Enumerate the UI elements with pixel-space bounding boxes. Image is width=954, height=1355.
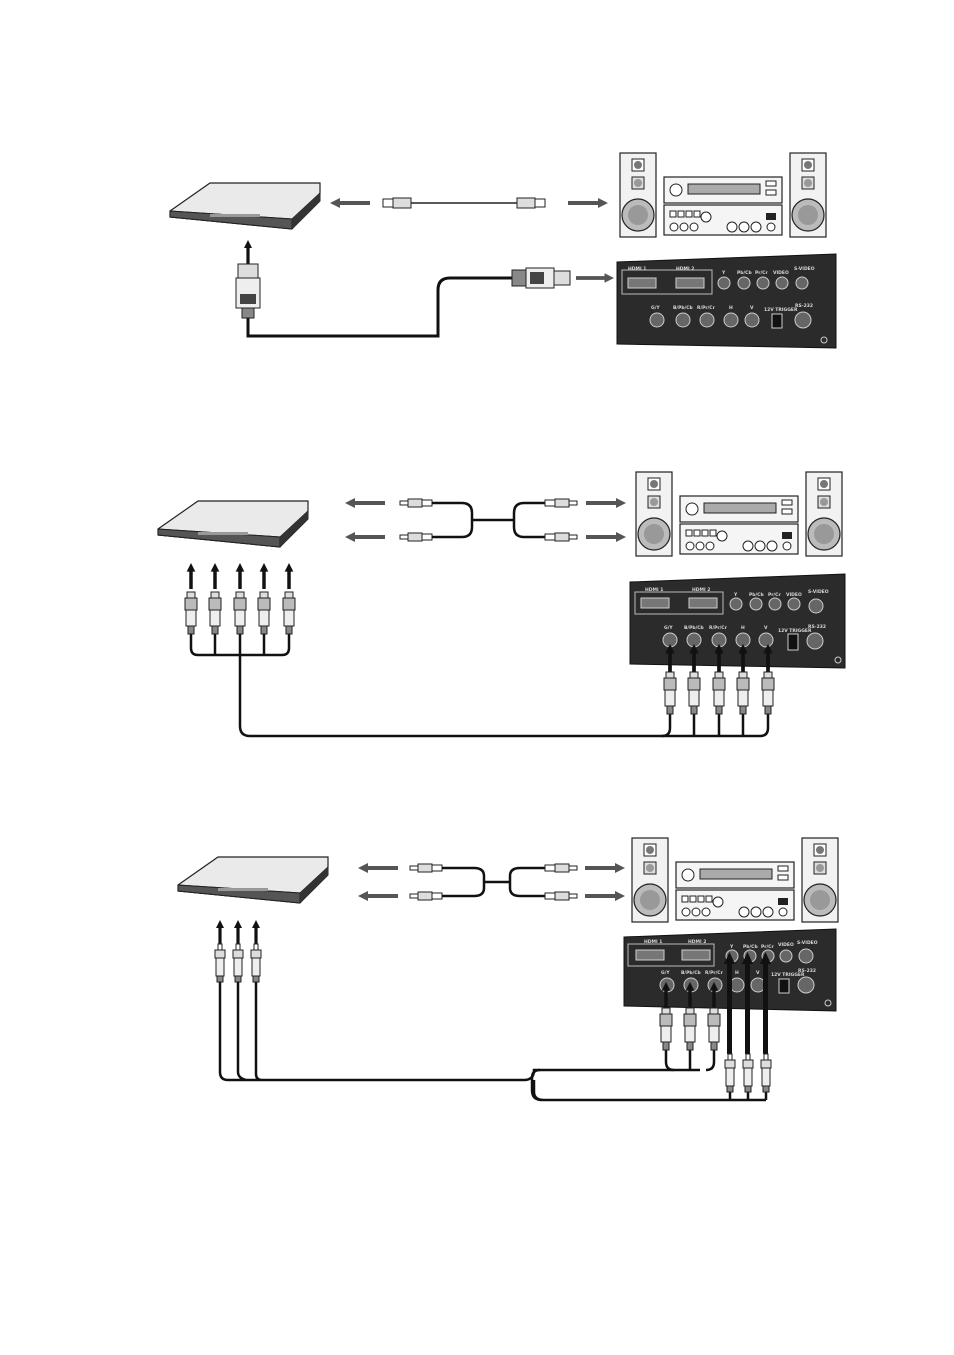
panel-label: B/Pb/Cb xyxy=(684,625,705,631)
panel-label: VIDEO xyxy=(778,942,794,948)
panel-label: Pr/Cr xyxy=(768,592,781,598)
panel-label: HDMI 2 xyxy=(688,939,706,945)
audio-arrow-right xyxy=(585,863,625,873)
panel-label: B/Pb/Cb xyxy=(681,970,702,976)
audio-plug xyxy=(409,863,443,873)
panel-label: HDMI 1 xyxy=(644,939,662,945)
hdmi-plug-source xyxy=(235,263,261,319)
panel-label: V xyxy=(750,305,754,311)
panel-label: 12V TRIGGER xyxy=(778,628,812,634)
audio-plug xyxy=(544,891,578,901)
rca-plugs-projector-3 xyxy=(724,952,772,1093)
audio-arrow-right xyxy=(568,198,608,208)
audio-arrow-right xyxy=(586,498,626,508)
panel-label: HDMI 2 xyxy=(676,266,694,272)
panel-label: H xyxy=(741,625,745,631)
audio-cable-1 xyxy=(382,197,546,209)
audio-arrow-right xyxy=(586,532,626,542)
panel-label: HDMI 1 xyxy=(645,587,663,593)
audio-cable-3 xyxy=(442,866,545,898)
source-player-2 xyxy=(157,500,309,548)
panel-label: VIDEO xyxy=(786,592,802,598)
panel-label: H xyxy=(729,305,733,311)
audio-arrow-left xyxy=(330,198,370,208)
audio-plug xyxy=(544,863,578,873)
panel-label: Y xyxy=(729,944,734,950)
panel-label: Pb/Cb xyxy=(749,592,764,598)
panel-label: HDMI 1 xyxy=(628,266,646,272)
panel-label: R/Pr/Cr xyxy=(709,625,728,631)
audio-plug xyxy=(409,891,443,901)
panel-label: VIDEO xyxy=(773,270,789,276)
bnc-plugs-source xyxy=(184,563,296,635)
panel-label: 12V TRIGGER xyxy=(771,972,805,978)
audio-system-2 xyxy=(635,471,843,557)
panel-label: S-VIDEO xyxy=(808,589,829,595)
audio-arrow-left xyxy=(358,891,398,901)
bnc-cable xyxy=(189,634,770,738)
audio-plug xyxy=(399,498,433,508)
hdmi-arrow-right xyxy=(576,273,614,283)
panel-label: S-VIDEO xyxy=(794,266,815,272)
panel-label: S-VIDEO xyxy=(797,940,818,946)
panel-label: G/Y xyxy=(664,625,673,631)
panel-label: RS-232 xyxy=(795,303,813,309)
panel-label: Pr/Cr xyxy=(761,944,774,950)
audio-arrow-right xyxy=(585,891,625,901)
audio-plug xyxy=(399,532,433,542)
panel-label: G/Y xyxy=(661,970,670,976)
panel-label: V xyxy=(764,625,768,631)
audio-plug xyxy=(544,498,578,508)
audio-plug xyxy=(544,532,578,542)
audio-arrow-left xyxy=(358,863,398,873)
projector-panel-1: HDMI 1 HDMI 2 Y Pb/Cb Pr/Cr VIDEO S-VIDE… xyxy=(616,253,837,349)
audio-cable-2 xyxy=(432,501,545,539)
panel-label: Y xyxy=(733,592,738,598)
diagram-component-5bnc: HDMI 1 HDMI 2 Y Pb/Cb Pr/Cr VIDEO S-VIDE… xyxy=(157,471,846,738)
panel-label: RS-232 xyxy=(808,624,826,630)
audio-arrow-left xyxy=(345,532,385,542)
rca-plugs-source xyxy=(214,920,262,983)
source-player-3 xyxy=(177,856,329,904)
component-cable-source xyxy=(218,982,524,1082)
panel-label: Y xyxy=(721,270,726,276)
panel-label: Pb/Cb xyxy=(743,944,758,950)
panel-label: RS-232 xyxy=(798,968,816,974)
panel-label: G/Y xyxy=(651,305,660,311)
panel-label: HDMI 2 xyxy=(692,587,710,593)
panel-label: H xyxy=(735,970,739,976)
hdmi-cable xyxy=(246,276,512,338)
projector-panel-2: HDMI 1 HDMI 2 Y Pb/Cb Pr/Cr VIDEO S-VIDE… xyxy=(629,573,846,669)
panel-label: B/Pb/Cb xyxy=(673,305,694,311)
hdmi-plug-projector xyxy=(511,267,571,289)
audio-system-3 xyxy=(631,837,839,923)
panel-label: 12V TRIGGER xyxy=(764,307,798,313)
panel-label: V xyxy=(756,970,760,976)
source-player-1 xyxy=(169,182,321,230)
panel-label: R/Pr/Cr xyxy=(705,970,724,976)
panel-label: Pb/Cb xyxy=(737,270,752,276)
hdmi-arrow-up xyxy=(244,240,252,264)
audio-system-1 xyxy=(619,152,827,238)
diagram-hdmi: HDMI 1 HDMI 2 Y Pb/Cb Pr/Cr VIDEO S-VIDE… xyxy=(169,152,837,349)
audio-arrow-left xyxy=(345,498,385,508)
panel-label: R/Pr/Cr xyxy=(697,305,716,311)
diagram-component-3: HDMI 1 HDMI 2 Y Pb/Cb Pr/Cr VIDEO S-VIDE… xyxy=(177,837,839,1102)
panel-label: Pr/Cr xyxy=(755,270,768,276)
